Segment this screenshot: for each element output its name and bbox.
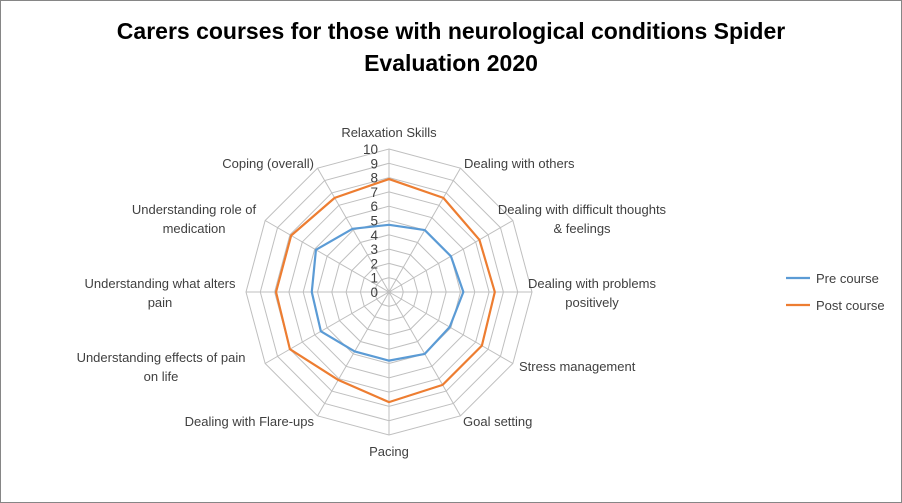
axis-label: Understanding what alters [84, 276, 236, 291]
axis-label: Understanding role of [132, 202, 257, 217]
axis-label: Understanding effects of pain [77, 350, 246, 365]
series-line-pre [310, 223, 465, 362]
axis-label: & feelings [553, 221, 611, 236]
grid-spoke [264, 291, 390, 364]
axis-label: on life [144, 369, 179, 384]
chart-title-line-2: Evaluation 2020 [364, 50, 538, 76]
tick-label: 4 [370, 228, 378, 243]
tick-label: 10 [363, 142, 378, 157]
series-line-post [274, 177, 496, 404]
legend-label-pre: Pre course [816, 271, 879, 286]
tick-label: 8 [370, 171, 378, 186]
grid-spoke [388, 291, 514, 364]
tick-label: 2 [370, 256, 378, 271]
axis-label: Pacing [369, 444, 409, 459]
tick-label: 7 [370, 185, 378, 200]
axis-label: Relaxation Skills [341, 125, 437, 140]
grid-spoke [264, 220, 390, 293]
chart-title-line-1: Carers courses for those with neurologic… [117, 18, 785, 44]
axis-label: positively [565, 295, 619, 310]
legend-label-post: Post course [816, 298, 885, 313]
axis-label: Dealing with problems [528, 276, 656, 291]
axis-label: pain [148, 295, 173, 310]
tick-label: 0 [370, 285, 378, 300]
axis-label: Dealing with others [464, 156, 575, 171]
tick-label: 3 [370, 242, 378, 257]
legend: Pre course Post course [786, 271, 885, 313]
grid-spoke [317, 291, 390, 417]
axis-label: Coping (overall) [222, 156, 314, 171]
axis-label: Goal setting [463, 414, 532, 429]
tick-label: 5 [370, 214, 378, 229]
axis-label: Dealing with Flare-ups [185, 414, 315, 429]
tick-label: 1 [370, 271, 378, 286]
axis-label: Stress management [519, 359, 636, 374]
axis-label: Dealing with difficult thoughts [498, 202, 667, 217]
tick-label: 6 [370, 199, 378, 214]
grid-spoke [317, 167, 390, 293]
tick-label: 9 [370, 156, 378, 171]
axis-label: medication [163, 221, 226, 236]
